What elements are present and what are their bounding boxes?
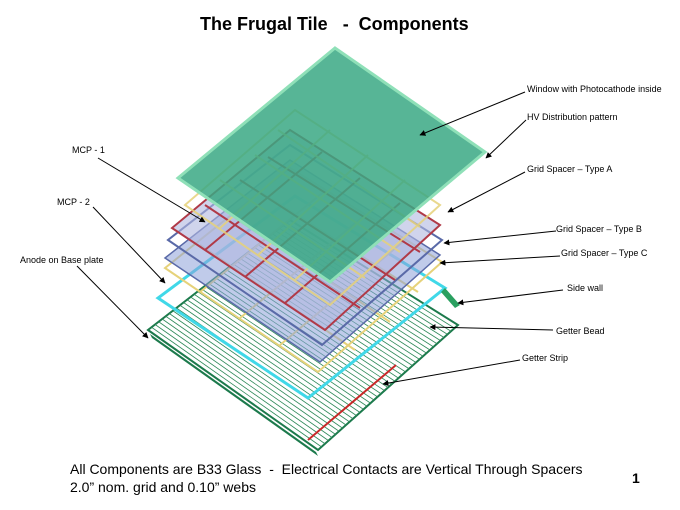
page-title: The Frugal Tile - Components (200, 14, 469, 34)
anode-stripe (190, 296, 361, 413)
anode-stripe (161, 318, 333, 438)
window-photocathode (175, 46, 488, 284)
getter-strip (307, 364, 397, 441)
anode-stripe (154, 324, 326, 445)
label-mcp-1: MCP - 1 (72, 145, 105, 155)
anode-stripe (201, 288, 371, 404)
footer-line-2: 2.0” nom. grid and 0.10” webs (70, 479, 256, 495)
label-hv-pattern: HV Distribution pattern (527, 112, 618, 122)
label-spacer-c: Grid Spacer – Type C (561, 248, 648, 258)
anode-stripe (169, 313, 340, 432)
anode-stripe (186, 299, 357, 416)
anode-stripe (151, 326, 322, 448)
label-spacer-b: Grid Spacer – Type B (556, 224, 642, 234)
anode-stripe (193, 293, 364, 410)
label-mcp-2: MCP - 2 (57, 197, 90, 207)
label-getter-bead: Getter Bead (556, 326, 605, 336)
label-side-wall: Side wall (567, 283, 604, 293)
anode-stripe (179, 304, 350, 423)
footer-line-1: All Components are B33 Glass - Electrica… (70, 461, 583, 477)
leader-lines (76, 91, 564, 387)
label-spacer-a: Grid Spacer – Type A (527, 164, 613, 174)
anode-stripe (158, 321, 329, 441)
anode-stripe (165, 315, 336, 435)
label-getter-strip: Getter Strip (522, 353, 569, 363)
page-number: 1 (632, 470, 640, 486)
anode-stripe (204, 285, 375, 401)
label-window: Window with Photocathode inside (527, 84, 662, 94)
anode-stripe (183, 302, 354, 420)
label-anode: Anode on Base plate (20, 255, 104, 265)
anode-stripe (172, 310, 343, 429)
